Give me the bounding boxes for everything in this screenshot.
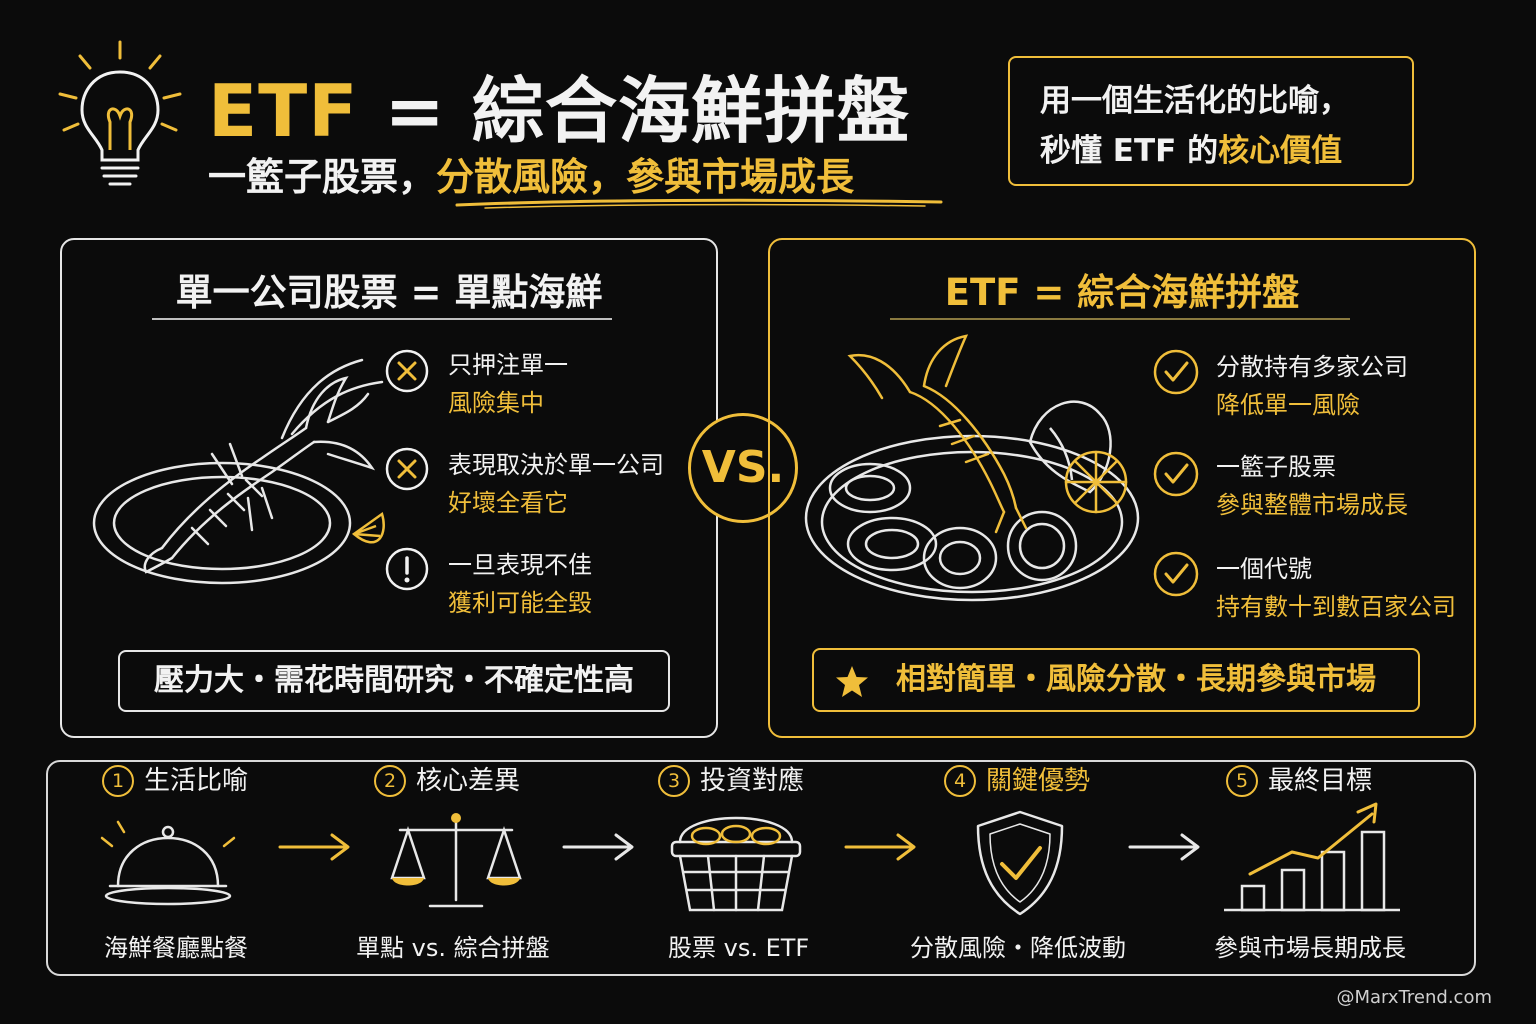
check-circle-icon [1153, 551, 1199, 597]
single-point-1: 只押注單一 風險集中 [448, 346, 568, 422]
title-rest: 綜合海鮮拼盤 [471, 69, 910, 153]
arrow-right-icon [278, 833, 350, 861]
shield-check-icon [976, 810, 1064, 916]
etf-point-3: 一個代號 持有數十到數百家公司 [1216, 550, 1456, 626]
step-2-label: 核心差異 [416, 766, 521, 796]
intro-line-2a: 秒懂 ETF 的 [1040, 133, 1219, 169]
page-subtitle: 一籃子股票，分散風險，參與市場成長 [208, 146, 854, 201]
growth-chart-icon [1224, 802, 1400, 912]
check-circle-icon [1153, 349, 1199, 395]
lobster-plate-illustration [92, 358, 385, 585]
etf-point-2: 一籃子股票 參與整體市場成長 [1216, 448, 1408, 524]
arrow-right-icon [1128, 833, 1200, 861]
step-1-caption: 海鮮餐廳點餐 [104, 934, 248, 962]
steps-flow [46, 760, 1476, 976]
single-point-3-line1: 一旦表現不佳 [448, 551, 592, 579]
etf-point-2-line1: 一籃子股票 [1216, 453, 1336, 481]
etf-panel-title: ETF = 綜合海鮮拼盤 [944, 271, 1300, 314]
etf-point-3-line1: 一個代號 [1216, 555, 1312, 583]
etf-point-1: 分散持有多家公司 降低單一風險 [1216, 348, 1408, 424]
arrow-right-icon [844, 833, 916, 861]
cloche-icon [100, 820, 236, 906]
step-2-number: 2 [374, 765, 406, 797]
step-2-title: 2 核心差異 [374, 760, 520, 797]
subtitle-part-b: 分散風險，參與市場成長 [436, 155, 855, 199]
intro-line-1: 用一個生活化的比喻， [1040, 83, 1350, 119]
single-stock-panel-title: 單一公司股票 = 單點海鮮 [175, 271, 603, 314]
panel-title-rule [152, 318, 612, 320]
subtitle-part-a: 一籃子股票， [208, 155, 437, 199]
balance-scale-icon [390, 813, 522, 908]
step-4-label: 關鍵優勢 [986, 766, 1091, 796]
etf-point-1-line2: 降低單一風險 [1216, 391, 1360, 419]
intro-line-2: 秒懂 ETF 的核心價值 [1040, 126, 1412, 176]
subtitle-underline [455, 198, 943, 209]
single-point-2-line2: 好壞全看它 [448, 489, 568, 517]
panel-title-rule [890, 318, 1350, 320]
step-3-caption: 股票 vs. ETF [668, 934, 810, 962]
step-5-label: 最終目標 [1268, 766, 1373, 796]
exclamation-circle-icon [385, 547, 429, 591]
check-circle-icon [1153, 451, 1199, 497]
vs-badge: VS. [688, 413, 798, 523]
step-4-title: 4 關鍵優勢 [944, 760, 1090, 797]
intro-box: 用一個生活化的比喻， 秒懂 ETF 的核心價值 [1008, 56, 1414, 186]
single-stock-summary: 壓力大・需花時間研究・不確定性高 [118, 650, 670, 712]
arrow-right-icon [562, 833, 634, 861]
x-circle-icon [385, 349, 429, 393]
title-equals: = [358, 69, 472, 153]
intro-line-2b: 核心價值 [1218, 133, 1343, 169]
etf-panel: ETF = 綜合海鮮拼盤 [768, 238, 1476, 738]
single-point-2-line1: 表現取決於單一公司 [448, 451, 664, 479]
basket-icon [670, 816, 802, 912]
etf-point-1-line1: 分散持有多家公司 [1216, 353, 1408, 381]
step-5-number: 5 [1226, 765, 1258, 797]
step-3-title: 3 投資對應 [658, 760, 804, 797]
title-etf: ETF [208, 69, 359, 153]
etf-point-3-line2: 持有數十到數百家公司 [1216, 593, 1456, 621]
step-5-title: 5 最終目標 [1226, 760, 1372, 797]
single-point-3-line2: 獲利可能全毀 [448, 589, 592, 617]
single-point-1-line1: 只押注單一 [448, 351, 568, 379]
step-3-number: 3 [658, 765, 690, 797]
seafood-platter-illustration [804, 334, 1140, 602]
step-5-caption: 參與市場長期成長 [1214, 934, 1406, 962]
step-4-number: 4 [944, 765, 976, 797]
single-point-3: 一旦表現不佳 獲利可能全毀 [448, 546, 592, 622]
step-1-label: 生活比喻 [144, 766, 249, 796]
step-3-label: 投資對應 [700, 766, 805, 796]
lightbulb-icon [58, 40, 182, 186]
step-2-caption: 單點 vs. 綜合拼盤 [356, 934, 550, 962]
x-circle-icon [385, 447, 429, 491]
step-1-title: 1 生活比喻 [102, 760, 248, 797]
single-point-1-line2: 風險集中 [448, 389, 544, 417]
step-1-number: 1 [102, 765, 134, 797]
single-stock-panel: 單一公司股票 = 單點海鮮 只押注 [60, 238, 718, 738]
single-point-2: 表現取決於單一公司 好壞全看它 [448, 446, 664, 522]
etf-summary: 相對簡單・風險分散・長期參與市場 [812, 648, 1420, 712]
etf-point-2-line2: 參與整體市場成長 [1216, 491, 1408, 519]
star-icon [836, 666, 868, 697]
credit-watermark: @MarxTrend.com [1336, 987, 1492, 1008]
etf-summary-text: 相對簡單・風險分散・長期參與市場 [896, 662, 1376, 697]
page-title: ETF = 綜合海鮮拼盤 [208, 52, 910, 157]
step-4-caption: 分散風險・降低波動 [910, 934, 1126, 962]
